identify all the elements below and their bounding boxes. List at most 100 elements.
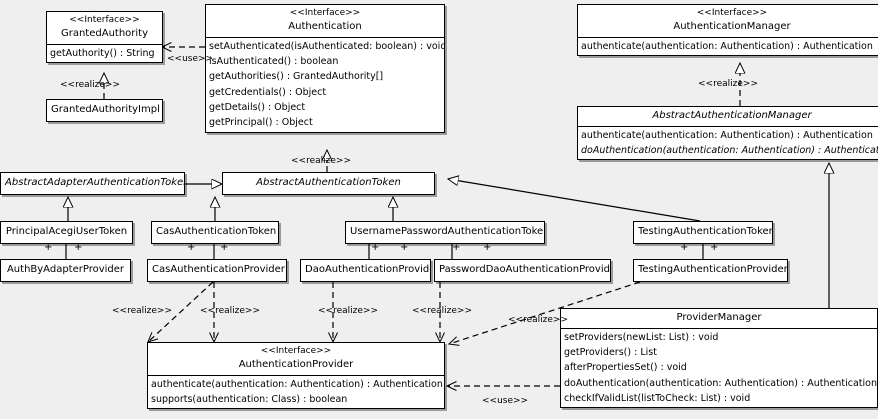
class-header: DaoAuthenticationProvider <box>301 260 430 281</box>
association-end-marker: + <box>220 242 229 253</box>
association-end-marker: + <box>483 242 492 253</box>
class-name: TestingAuthenticationProvider <box>638 264 788 275</box>
operation: authenticate(authentication: Authenticat… <box>151 378 443 390</box>
class-header: AbstractAdapterAuthenticationToken <box>1 173 184 194</box>
operation: getAuthorities() : GrantedAuthority[] <box>209 71 384 83</box>
class-name: PasswordDaoAuthenticationProvider <box>439 264 611 275</box>
edge-label-use-provider-manager: <<use>> <box>482 396 529 406</box>
class-header: TestingAuthenticationProvider <box>634 260 787 281</box>
edge-label-realize-auth-by-adapter: <<realize>> <box>112 306 172 316</box>
class-principal-acegi-user-token[interactable]: PrincipalAcegiUserToken <box>0 221 133 244</box>
association-end-marker: + <box>371 242 380 253</box>
class-header: UsernamePasswordAuthenticationToken <box>346 222 544 243</box>
stereotype-label: <<Interface>> <box>289 8 361 18</box>
stereotype-label: <<Interface>> <box>260 346 332 356</box>
class-name: AbstractAuthenticationManager <box>652 110 812 121</box>
stereotype-label: <<Interface>> <box>69 15 140 25</box>
class-password-dao-authentication-provider[interactable]: PasswordDaoAuthenticationProvider <box>434 259 611 282</box>
operation: doAuthentication(authentication: Authent… <box>581 144 878 156</box>
association-end-marker: + <box>74 242 83 253</box>
class-name: CasAuthenticationProvider <box>152 264 285 275</box>
association-end-marker: + <box>680 242 689 253</box>
class-header: AuthByAdapterProvider <box>1 260 130 281</box>
class-header: CasAuthenticationProvider <box>148 260 286 281</box>
class-name: AbstractAuthenticationToken <box>256 177 401 188</box>
class-username-password-authentication-token[interactable]: UsernamePasswordAuthenticationToken <box>345 221 545 244</box>
operation: supports(authentication: Class) : boolea… <box>151 393 348 405</box>
edge-label-use-authentication: <<use>> <box>167 54 214 64</box>
operations-compartment: setAuthenticated(isAuthenticated: boolea… <box>206 36 445 132</box>
class-provider-manager[interactable]: ProviderManager setProviders(newList: Li… <box>560 308 878 409</box>
edge-label-realize-granted-authority-impl: <<realize>> <box>60 80 120 90</box>
class-header: AbstractAuthenticationToken <box>223 173 434 194</box>
class-header: <<Interface>> Authentication <box>206 5 444 37</box>
class-header: <<Interface>> AuthenticationProvider <box>148 343 444 375</box>
association-end-marker: + <box>187 242 196 253</box>
class-abstract-adapter-authentication-token[interactable]: AbstractAdapterAuthenticationToken <box>0 172 185 195</box>
operation: getPrincipal() : Object <box>209 117 313 129</box>
edge-label-realize-dao: <<realize>> <box>318 306 378 316</box>
edge-label-realize-abstract-authentication-token: <<realize>> <box>291 156 351 166</box>
class-authentication-manager[interactable]: <<Interface>> AuthenticationManager auth… <box>577 4 878 56</box>
edge-label-realize-abstract-authentication-manager: <<realize>> <box>698 79 758 89</box>
class-authentication-provider[interactable]: <<Interface>> AuthenticationProvider aut… <box>147 342 445 410</box>
operations-compartment: getAuthority() : String <box>47 43 162 62</box>
association-end-marker: + <box>452 242 461 253</box>
operation: doAuthentication(authentication: Authent… <box>564 377 877 389</box>
class-header: ProviderManager <box>561 309 877 327</box>
class-header: PrincipalAcegiUserToken <box>1 222 132 243</box>
class-name: AuthenticationManager <box>673 21 791 33</box>
operation: checkIfValidList(listToCheck: List) : vo… <box>564 393 751 404</box>
class-name: AuthenticationProvider <box>238 359 354 371</box>
association-end-marker: + <box>710 242 719 253</box>
operation: getAuthority() : String <box>50 47 155 59</box>
edge-label-realize-password-dao: <<realize>> <box>412 306 472 316</box>
class-cas-authentication-token[interactable]: CasAuthenticationToken <box>151 221 279 244</box>
operation: authenticate(authentication: Authenticat… <box>581 129 873 141</box>
association-end-marker: + <box>44 242 53 253</box>
class-header: AbstractAuthenticationManager <box>578 107 878 125</box>
association-end-marker: + <box>400 242 409 253</box>
class-auth-by-adapter-provider[interactable]: AuthByAdapterProvider <box>0 259 131 282</box>
class-granted-authority-impl[interactable]: GrantedAuthorityImpl <box>46 99 163 122</box>
class-abstract-authentication-manager[interactable]: AbstractAuthenticationManager authentica… <box>577 106 878 161</box>
operation: isAuthenticated() : boolean <box>209 55 339 67</box>
class-name: ProviderManager <box>676 312 762 323</box>
operation: authenticate(authentication: Authenticat… <box>581 40 873 52</box>
class-testing-authentication-token[interactable]: TestingAuthenticationToken <box>633 221 773 244</box>
class-header: <<Interface>> GrantedAuthority <box>47 12 162 44</box>
class-header: <<Interface>> AuthenticationManager <box>578 5 878 37</box>
edge-label-realize-testing: <<realize>> <box>508 315 568 325</box>
class-name: GrantedAuthorityImpl <box>51 104 160 115</box>
class-name: PrincipalAcegiUserToken <box>5 226 128 237</box>
class-header: GrantedAuthorityImpl <box>47 100 162 121</box>
operation: setAuthenticated(isAuthenticated: boolea… <box>209 40 445 52</box>
operation: setProviders(newList: List) : void <box>564 331 719 343</box>
operation: afterPropertiesSet() : void <box>564 362 687 374</box>
stereotype-label: <<Interface>> <box>696 8 768 18</box>
class-name: AbstractAdapterAuthenticationToken <box>5 177 185 188</box>
class-header: TestingAuthenticationToken <box>634 222 772 243</box>
operations-compartment: setProviders(newList: List) : void getPr… <box>561 327 877 408</box>
class-cas-authentication-provider[interactable]: CasAuthenticationProvider <box>147 259 287 282</box>
class-authentication[interactable]: <<Interface>> Authentication setAuthenti… <box>205 4 445 133</box>
class-abstract-authentication-token[interactable]: AbstractAuthenticationToken <box>222 172 435 195</box>
operations-compartment: authenticate(authentication: Authenticat… <box>148 374 444 409</box>
edge-label-realize-cas: <<realize>> <box>200 306 260 316</box>
class-name: Authentication <box>288 21 362 33</box>
class-name: CasAuthenticationToken <box>156 226 277 237</box>
class-dao-authentication-provider[interactable]: DaoAuthenticationProvider <box>300 259 431 282</box>
operation: getCredentials() : Object <box>209 86 327 98</box>
class-name: DaoAuthenticationProvider <box>305 264 431 275</box>
class-granted-authority[interactable]: <<Interface>> GrantedAuthority getAuthor… <box>46 11 163 63</box>
class-name: UsernamePasswordAuthenticationToken <box>350 226 545 237</box>
operation: getDetails() : Object <box>209 102 306 114</box>
class-header: CasAuthenticationToken <box>152 222 278 243</box>
class-testing-authentication-provider[interactable]: TestingAuthenticationProvider <box>633 259 788 282</box>
operation: getProviders() : List <box>564 346 657 358</box>
operations-compartment: authenticate(authentication: Authenticat… <box>578 36 878 55</box>
class-name: GrantedAuthority <box>60 28 149 40</box>
class-name: AuthByAdapterProvider <box>6 264 125 275</box>
operations-compartment: authenticate(authentication: Authenticat… <box>578 125 878 160</box>
